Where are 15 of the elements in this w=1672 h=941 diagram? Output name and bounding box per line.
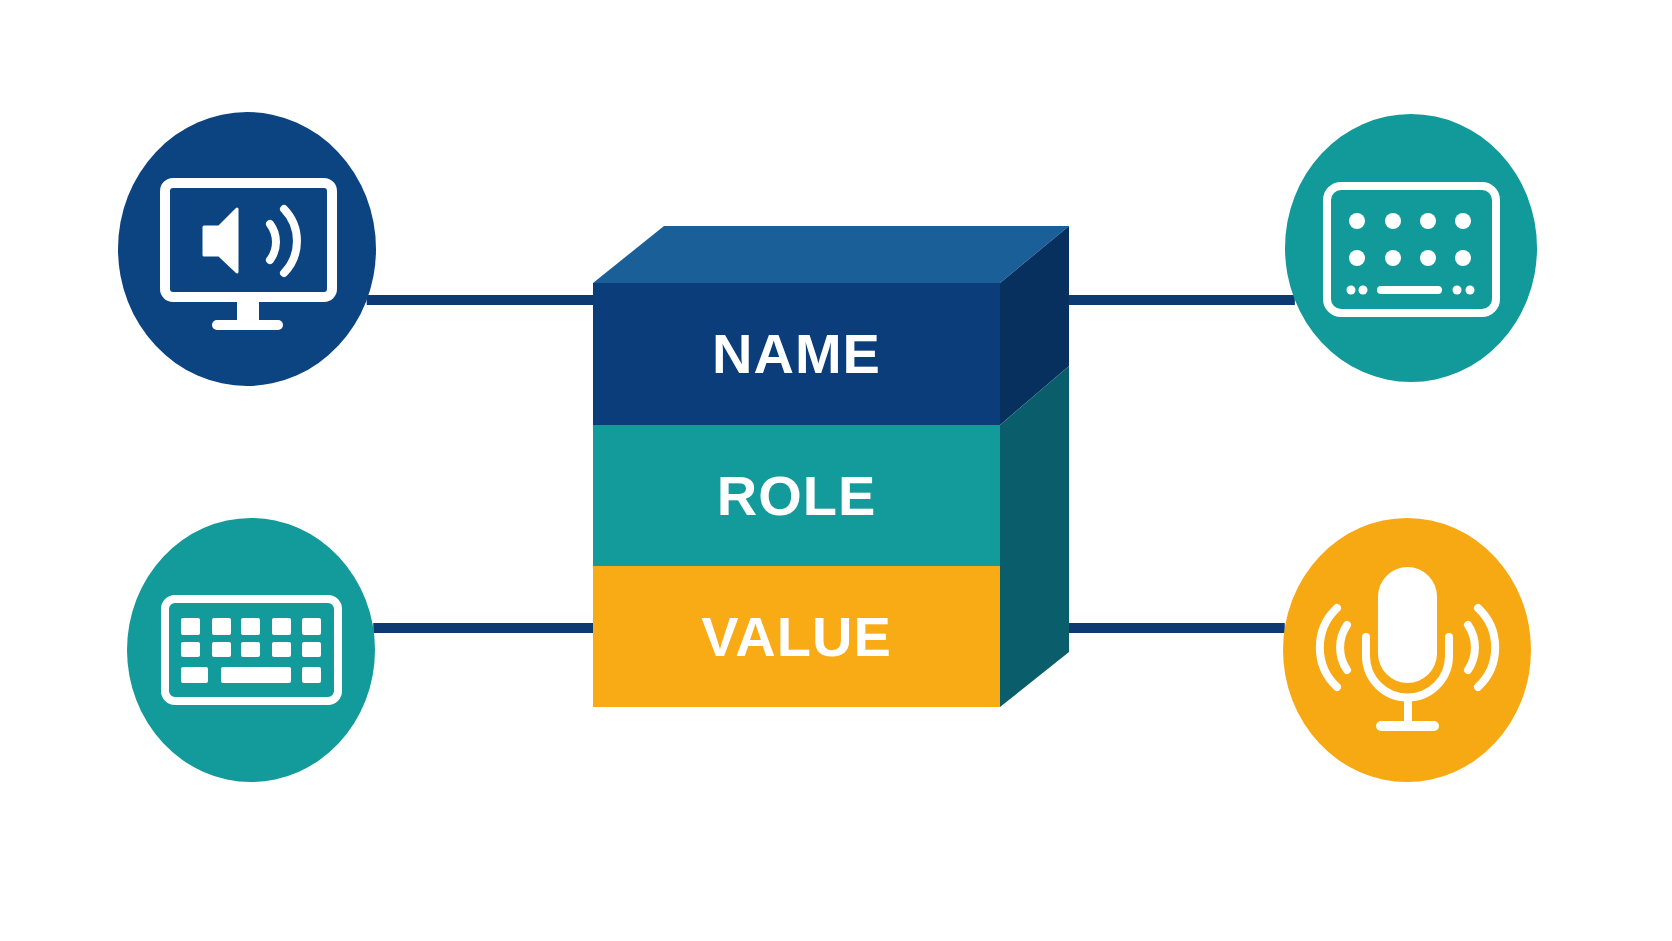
keyboard-icon xyxy=(127,518,375,782)
connector-line xyxy=(1069,295,1295,305)
monitor-speaker-icon xyxy=(118,112,376,386)
connector-line xyxy=(366,295,593,305)
band-label: ROLE xyxy=(716,467,877,524)
braille-display-icon xyxy=(1285,114,1537,382)
band-label: VALUE xyxy=(701,608,892,665)
cube-block xyxy=(593,226,1069,707)
layer-band xyxy=(593,283,1000,425)
band-label: NAME xyxy=(712,326,881,382)
layer-band xyxy=(593,566,1000,707)
connector-line xyxy=(373,623,593,633)
layer-band xyxy=(593,425,1000,566)
microphone-icon xyxy=(1283,518,1531,782)
connector-line xyxy=(1069,623,1285,633)
